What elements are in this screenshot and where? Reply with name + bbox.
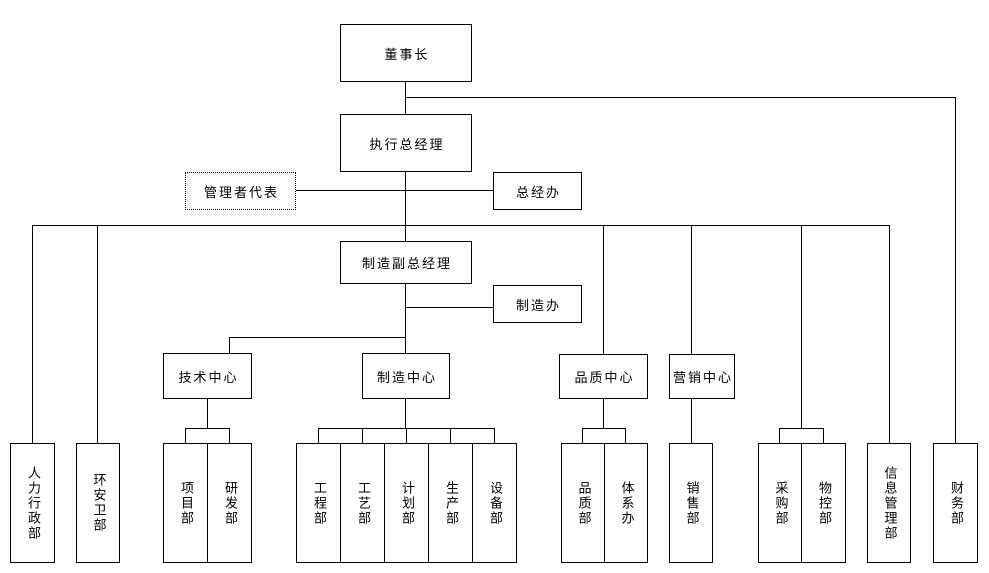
- node-mfg-center: 制造中心: [362, 353, 450, 399]
- connector-infomgmt-drop: [889, 225, 890, 443]
- connector-tech-bracket: [185, 428, 230, 429]
- connector-execgm-mfgvicegm: [405, 172, 406, 241]
- node-rnd-label: 研发部: [222, 480, 237, 526]
- connector-ehs-drop: [97, 225, 98, 443]
- node-mfg-office: 制造办: [493, 285, 582, 323]
- connector-project-drop: [185, 428, 186, 443]
- node-tech-center: 技术中心: [163, 353, 252, 399]
- connector-mfgoffice: [405, 307, 493, 308]
- connector-production-drop: [450, 428, 451, 443]
- node-info-mgmt-label: 信息管理部: [881, 465, 897, 541]
- node-planning: 计划部: [384, 443, 429, 563]
- node-info-mgmt: 信息管理部: [867, 443, 911, 563]
- node-production: 生产部: [428, 443, 473, 563]
- connector-mfgcenter-out: [405, 399, 406, 428]
- node-finance: 财务部: [933, 443, 978, 563]
- node-ehs-label: 环安卫部: [90, 473, 106, 533]
- connector-techcenter-branch: [229, 337, 406, 338]
- node-exec-gm: 执行总经理: [340, 114, 472, 172]
- node-hr-admin: 人力行政部: [10, 443, 55, 563]
- connector-chairman-execgm: [405, 82, 406, 115]
- connector-techcenter-out: [207, 399, 208, 428]
- connector-qualitycenter-out: [603, 399, 604, 428]
- node-rnd: 研发部: [207, 443, 252, 563]
- node-sales: 销售部: [669, 443, 713, 563]
- node-sales-label: 销售部: [683, 480, 699, 526]
- connector-purchasing-drop: [779, 428, 780, 443]
- connector-planning-drop: [406, 428, 407, 443]
- connector-engineering-drop: [318, 428, 319, 443]
- node-material-control: 物控部: [801, 443, 846, 563]
- node-planning-label: 计划部: [399, 480, 414, 526]
- node-gm-office: 总经办: [493, 172, 582, 210]
- node-purchasing-label: 采购部: [772, 480, 788, 526]
- node-finance-label: 财务部: [948, 480, 963, 526]
- node-material-control-label: 物控部: [816, 480, 831, 526]
- connector-purch-bracket: [779, 428, 824, 429]
- node-marketing-center: 营销中心: [669, 354, 735, 399]
- connector-top-branch: [405, 97, 956, 98]
- connector-systemoffice-drop: [625, 428, 626, 443]
- connector-rnd-drop: [229, 428, 230, 443]
- connector-mfgvicegm-mfgcenter: [405, 284, 406, 353]
- node-engineering-label: 工程部: [311, 480, 326, 526]
- node-chairman: 董事长: [340, 24, 472, 82]
- node-production-label: 生产部: [443, 480, 458, 526]
- connector-materialcontrol-drop: [823, 428, 824, 443]
- node-quality-dept-label: 品质部: [575, 480, 591, 526]
- node-engineering: 工程部: [296, 443, 341, 563]
- connector-sales-drop: [691, 399, 692, 443]
- connector-mgmtrep-gmoffice: [296, 190, 493, 191]
- node-quality-dept: 品质部: [561, 443, 605, 563]
- node-purchasing: 采购部: [758, 443, 802, 563]
- connector-purchasing-feed: [801, 225, 802, 428]
- connector-equipment-drop: [494, 428, 495, 443]
- connector-main-rail: [32, 225, 890, 226]
- node-project-label: 项目部: [178, 480, 193, 526]
- node-process-label: 工艺部: [355, 480, 370, 526]
- node-equipment: 设备部: [472, 443, 517, 563]
- node-process: 工艺部: [340, 443, 385, 563]
- connector-process-drop: [362, 428, 363, 443]
- connector-qualitycenter-drop: [603, 225, 604, 354]
- connector-marketingcenter-drop: [691, 225, 692, 354]
- connector-finance-drop: [955, 97, 956, 443]
- node-equipment-label: 设备部: [487, 480, 502, 526]
- connector-quality-bracket: [582, 428, 626, 429]
- connector-qualitydept-drop: [582, 428, 583, 443]
- connector-techcenter-in: [229, 337, 230, 353]
- node-ehs: 环安卫部: [76, 443, 120, 563]
- node-system-office-label: 体系办: [618, 480, 634, 526]
- node-project: 项目部: [163, 443, 208, 563]
- node-system-office: 体系办: [604, 443, 648, 563]
- node-mgmt-rep: 管理者代表: [185, 172, 296, 210]
- node-hr-admin-label: 人力行政部: [25, 465, 40, 541]
- node-mfg-vice-gm: 制造副总经理: [340, 241, 472, 284]
- connector-hradmin-drop: [32, 225, 33, 443]
- node-quality-center: 品质中心: [559, 354, 648, 399]
